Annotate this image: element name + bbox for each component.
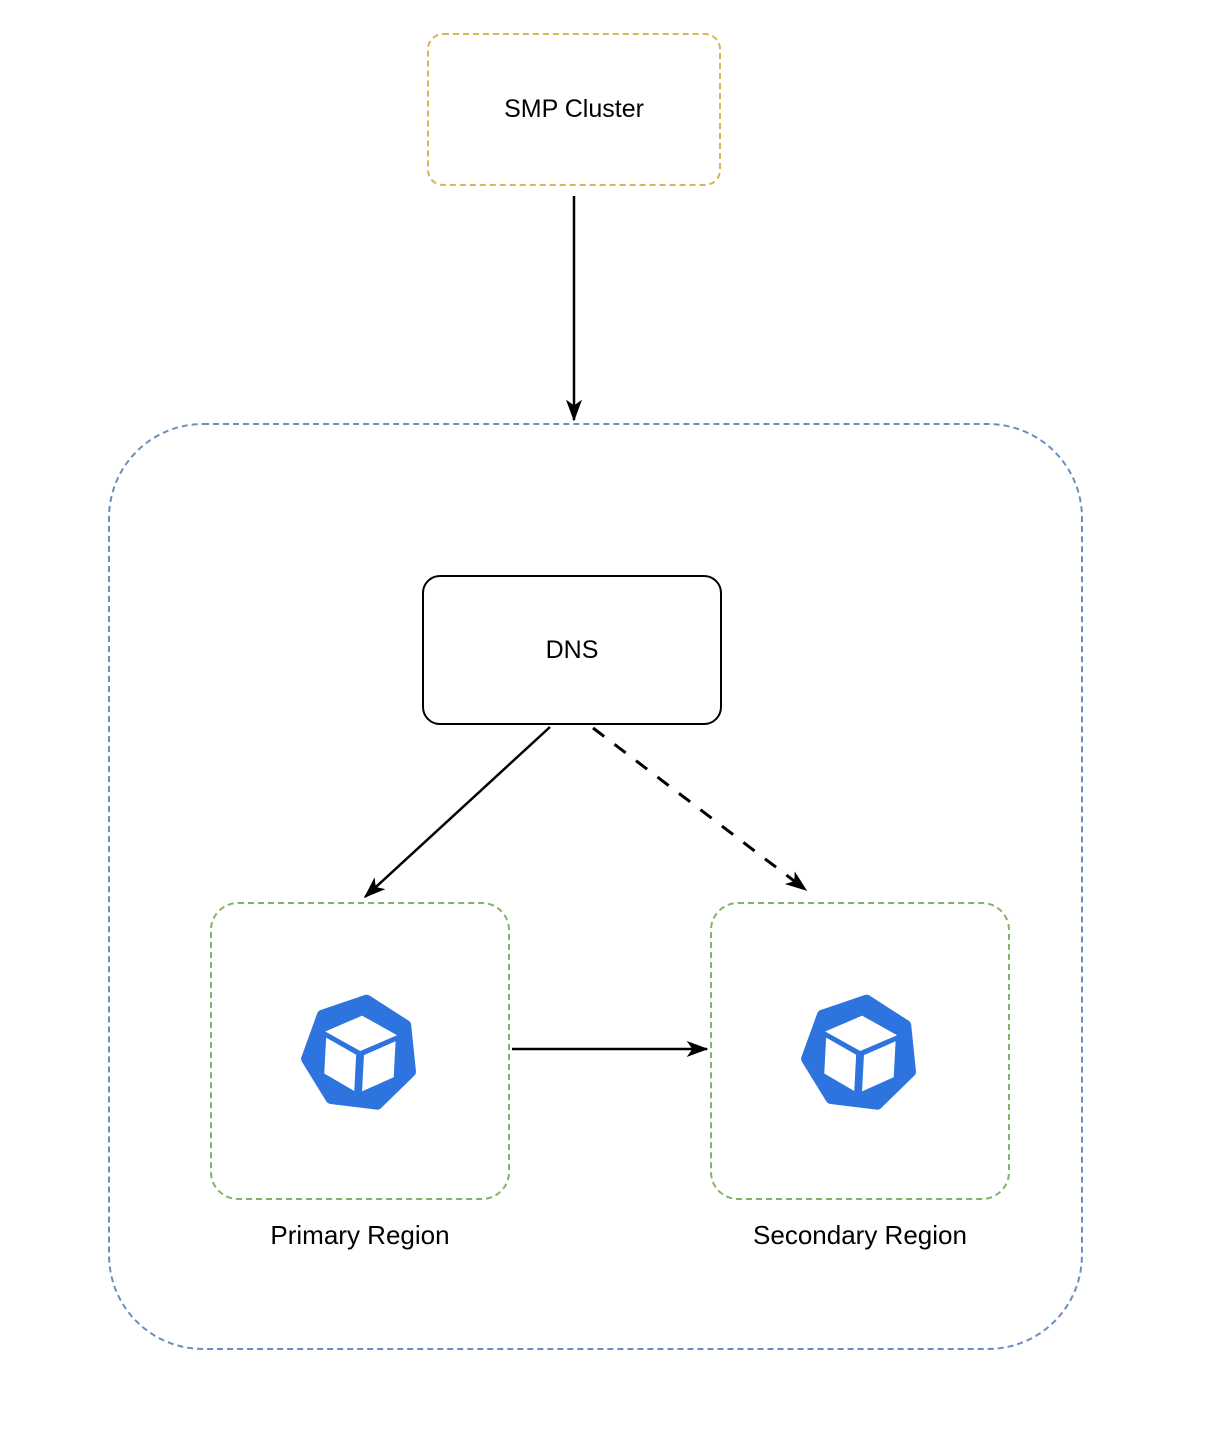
node-primary-region — [210, 902, 510, 1200]
heptagon-cube-icon — [301, 994, 416, 1110]
node-secondary-region — [710, 902, 1010, 1200]
primary-region-label: Primary Region — [270, 1220, 450, 1250]
node-smp-cluster-label: SMP Cluster — [504, 95, 644, 123]
cube-right-face — [362, 1041, 396, 1092]
node-smp-cluster: SMP Cluster — [427, 33, 721, 186]
secondary-region-label: Secondary Region — [753, 1220, 967, 1250]
cube-left-face — [324, 1037, 357, 1092]
node-dns: DNS — [422, 575, 722, 725]
cube-left-face — [824, 1037, 857, 1092]
node-dns-label: DNS — [545, 635, 599, 664]
cube-top-face — [825, 1015, 898, 1052]
heptagon-cube-icon — [801, 994, 916, 1110]
region-container — [108, 423, 1083, 1350]
cube-top-face — [325, 1015, 398, 1052]
cube-right-face — [862, 1041, 896, 1092]
